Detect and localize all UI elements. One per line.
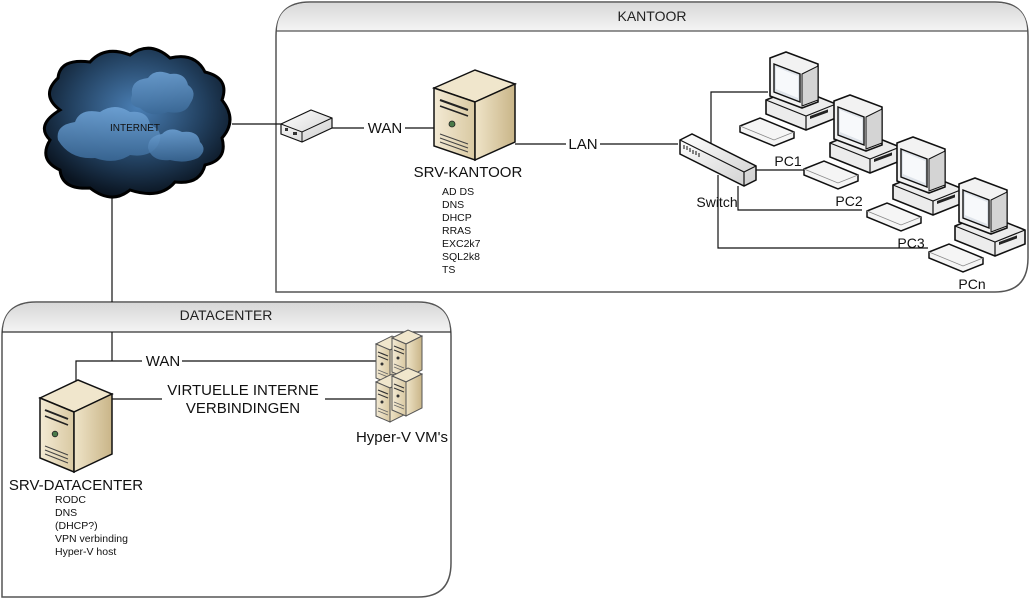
pc2-label: PC2 — [835, 193, 862, 209]
role-item: RRAS — [442, 225, 471, 237]
cloud-icon — [42, 46, 232, 199]
role-item: VPN verbinding — [55, 533, 128, 545]
role-item: Hyper-V host — [55, 546, 116, 558]
virtual-connections-label-line2: VERBINDINGEN — [186, 400, 300, 417]
role-item: EXC2k7 — [442, 238, 481, 250]
modem-icon[interactable] — [280, 109, 333, 143]
srv-kantoor-server-icon[interactable] — [431, 69, 518, 162]
pc-workstation-icon[interactable] — [803, 94, 901, 190]
role-item: RODC — [55, 494, 86, 506]
role-item: (DHCP?) — [55, 520, 98, 532]
srv-datacenter-server-icon[interactable] — [38, 379, 114, 474]
wan-kantoor-label: WAN — [368, 120, 402, 137]
srv-datacenter-name: SRV-DATACENTER — [9, 477, 143, 494]
internet-label: INTERNET — [110, 123, 160, 134]
datacenter-title: DATACENTER — [180, 307, 273, 323]
srv-kantoor-name: SRV-KANTOOR — [414, 164, 523, 181]
pc-workstation-icon[interactable] — [928, 177, 1026, 273]
pc1-label: PC1 — [774, 153, 801, 169]
role-item: DNS — [442, 199, 464, 211]
srv-kantoor-roles: AD DS DNS DHCP RRAS EXC2k7 SQL2k8 TS — [442, 186, 481, 276]
switch-to-pc2-line — [737, 186, 862, 211]
hyperv-vms-icon[interactable] — [374, 329, 424, 423]
switch-to-pc3-line — [717, 175, 928, 249]
lan-label: LAN — [568, 136, 597, 153]
role-item: SQL2k8 — [442, 251, 480, 263]
switch-label: Switch — [696, 194, 737, 210]
virtual-connections-label-line1: VIRTUELLE INTERNE — [167, 382, 318, 399]
hyperv-label: Hyper-V VM's — [356, 429, 448, 446]
srv-datacenter-roles: RODC DNS (DHCP?) VPN verbinding Hyper-V … — [55, 494, 128, 558]
kantoor-title: KANTOOR — [618, 8, 687, 24]
vm-server-block — [390, 329, 424, 379]
switch-icon[interactable] — [679, 133, 757, 187]
role-item: DHCP — [442, 212, 472, 224]
wan-datacenter-label: WAN — [146, 353, 180, 370]
switch-to-pc0-line — [710, 91, 768, 150]
internet-cloud: INTERNET — [42, 46, 232, 199]
role-item: DNS — [55, 507, 77, 519]
pc3-label: PC3 — [897, 235, 924, 251]
datacenter-container: DATACENTER — [1, 301, 452, 598]
pc-workstation-icon[interactable] — [866, 136, 964, 232]
vm-server-block — [390, 367, 424, 417]
pc-group — [739, 51, 1026, 273]
role-item: AD DS — [442, 186, 474, 198]
role-item: TS — [442, 264, 455, 276]
pcn-label: PCn — [958, 276, 985, 292]
dc-server-to-wan-line — [75, 360, 142, 384]
connections — [75, 91, 928, 400]
